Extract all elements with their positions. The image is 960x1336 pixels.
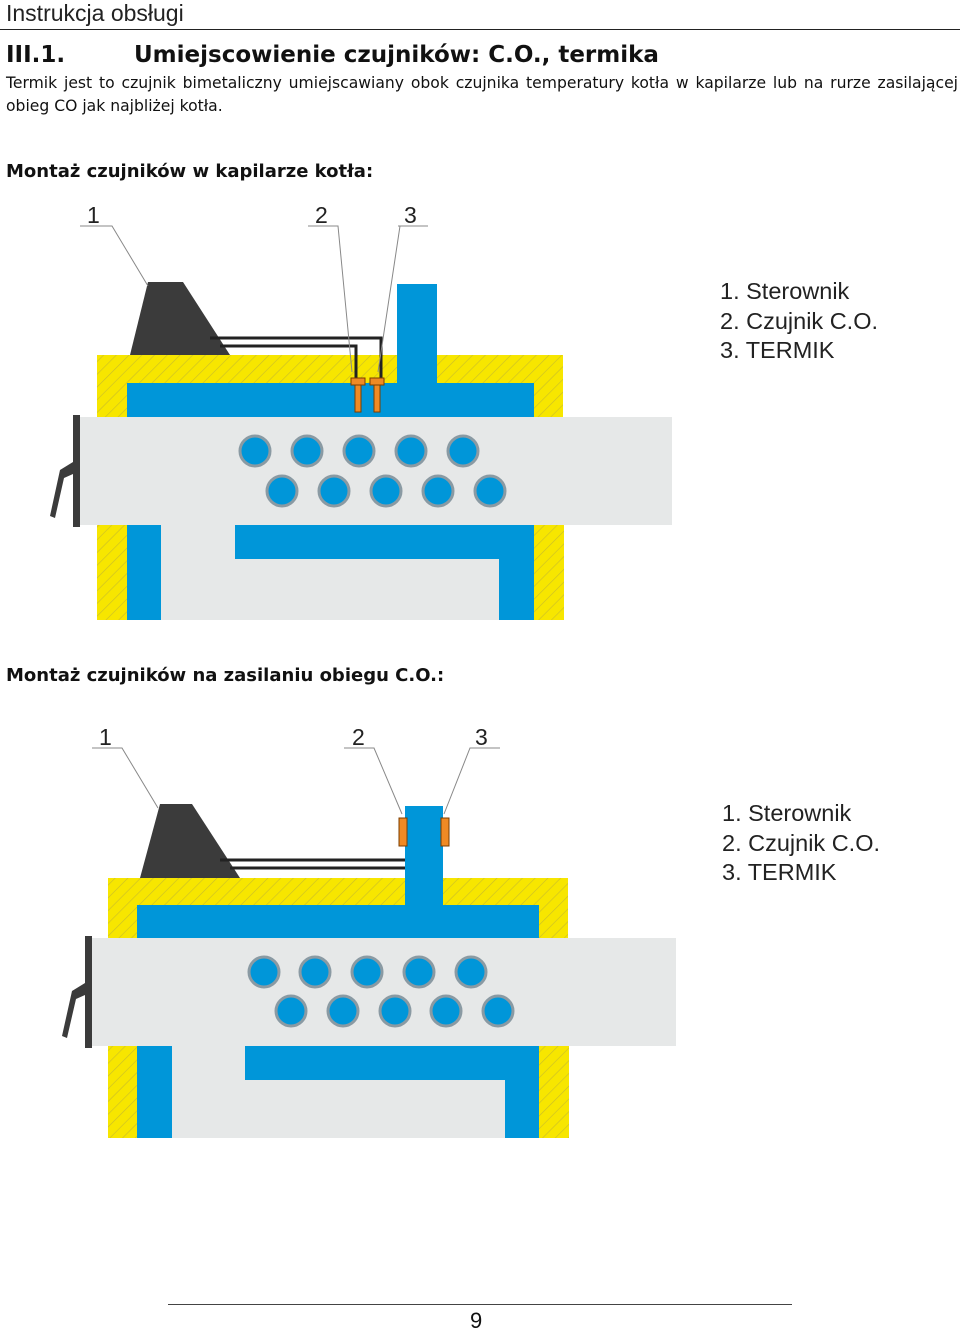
- fig1-callout-3: 3: [404, 202, 417, 228]
- fig1-legend-3: 3. TERMIK: [720, 337, 835, 363]
- fig2-callout-2: 2: [352, 724, 365, 750]
- fire-tubes: [247, 955, 515, 1028]
- bottom-water: [245, 1046, 539, 1080]
- bottom-water: [235, 525, 534, 559]
- left-insulation: [97, 525, 130, 620]
- fig2-callout-1: 1: [99, 724, 112, 750]
- boiler-body: [80, 417, 672, 525]
- fig2-legend-2: 2. Czujnik C.O.: [722, 830, 880, 856]
- fig2-legend-1: 1. Sterownik: [722, 800, 852, 826]
- right-water: [499, 525, 534, 620]
- right-water: [505, 1046, 539, 1138]
- door-handle: [62, 983, 85, 1038]
- fire-tubes: [238, 434, 507, 508]
- section-heading: III.1. Umiejscowienie czujników: C.O., te…: [6, 42, 659, 68]
- figure2-heading: Montaż czujników na zasilaniu obiegu C.O…: [6, 665, 445, 686]
- left-insulation: [108, 1046, 140, 1138]
- fig1-legend-1: 1. Sterownik: [720, 278, 850, 304]
- top-water-channel: [137, 905, 539, 938]
- figure1-heading: Montaż czujników w kapilarze kotła:: [6, 161, 374, 182]
- right-insulation: [534, 525, 564, 620]
- section-title: Umiejscowienie czujników: C.O., termika: [134, 42, 659, 68]
- header-divider: [0, 29, 960, 30]
- fig1-legend-2: 2. Czujnik C.O.: [720, 308, 878, 334]
- section-paragraph: Termik jest to czujnik bimetaliczny umie…: [6, 74, 958, 115]
- fig2-callout-3: 3: [475, 724, 488, 750]
- fig1-callout-1: 1: [87, 202, 100, 228]
- page-header-title: Instrukcja obsługi: [6, 0, 184, 26]
- supply-pipe: [405, 806, 443, 916]
- figure2-boiler-diagram: 1 2 3 1. Sterownik 2. Czujnik C.O. 3. TE…: [62, 724, 880, 1138]
- left-water: [137, 1046, 172, 1138]
- figure1-boiler-diagram: 1 2 3 1. Sterownik 2. Czujnik C.O. 3. TE…: [50, 202, 878, 620]
- left-water: [127, 525, 161, 620]
- right-insulation: [539, 1046, 569, 1138]
- boiler-door: [73, 415, 80, 527]
- door-handle: [50, 462, 73, 518]
- boiler-body: [92, 938, 676, 1046]
- section-number: III.1.: [6, 42, 66, 68]
- top-water-channel: [127, 383, 534, 417]
- supply-pipe: [397, 284, 437, 394]
- controller-box: [130, 282, 230, 355]
- fig2-legend-3: 3. TERMIK: [722, 859, 837, 885]
- fig1-callout-2: 2: [315, 202, 328, 228]
- controller-box: [140, 804, 240, 878]
- footer-divider: [168, 1304, 792, 1305]
- page-number: 9: [470, 1308, 483, 1333]
- boiler-door: [85, 936, 92, 1048]
